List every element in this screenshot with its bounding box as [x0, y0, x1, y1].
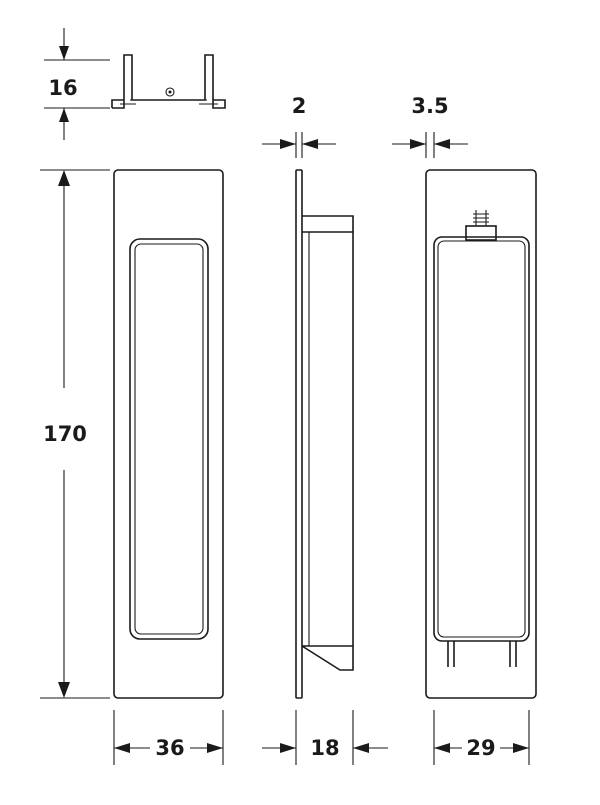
front-view: [113, 169, 224, 699]
label-36: 36: [155, 736, 184, 760]
label-2: 2: [292, 94, 307, 118]
dim-back-width: 29: [433, 710, 530, 765]
label-29: 29: [466, 736, 495, 760]
dim-front-width: 36: [113, 710, 224, 765]
top-view: [111, 54, 226, 109]
label-18: 18: [310, 736, 339, 760]
dim-back-offset: 3.5: [392, 94, 468, 158]
dim-plate-thickness: 2: [262, 94, 336, 158]
dim-top-height: 16: [44, 28, 110, 140]
dim-height: 170: [40, 169, 110, 699]
side-view: [295, 169, 354, 699]
label-170: 170: [43, 422, 87, 446]
label-16: 16: [48, 76, 77, 100]
label-3-5: 3.5: [411, 94, 448, 118]
back-view: [425, 169, 537, 699]
dim-side-depth: 18: [262, 710, 388, 765]
